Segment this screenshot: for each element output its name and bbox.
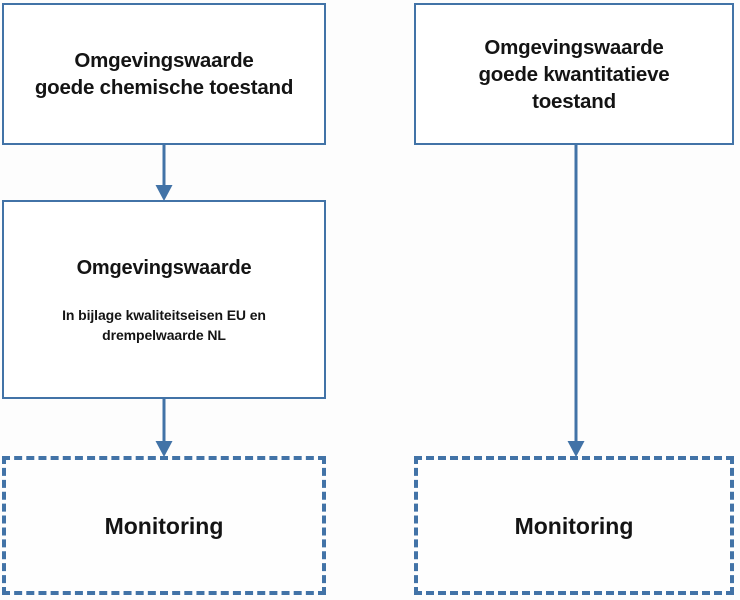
node-title: Monitoring <box>104 512 224 539</box>
node-monitoring-kwantitatief[interactable]: Monitoring <box>414 456 734 595</box>
arrow-kwantitatieve-to-monitoring <box>564 144 588 458</box>
node-omgevingswaarde[interactable]: Omgevingswaarde In bijlage kwaliteitseis… <box>2 200 326 399</box>
node-title: Omgevingswaarde goede chemische toestand <box>34 49 294 99</box>
arrow-chemische-to-omgevingswaarde <box>152 144 176 202</box>
node-title: Monitoring <box>514 512 634 539</box>
arrow-omgevingswaarde-to-monitoring <box>152 398 176 458</box>
node-subtitle: In bijlage kwaliteitseisen EU en drempel… <box>62 306 266 343</box>
node-title: Omgevingswaarde goede kwantitatieve toes… <box>478 35 670 113</box>
node-monitoring-chemisch[interactable]: Monitoring <box>2 456 326 595</box>
node-omgevingswaarde-goede-kwantitatieve-toestand[interactable]: Omgevingswaarde goede kwantitatieve toes… <box>414 3 734 145</box>
arrow-down-icon <box>155 398 173 457</box>
arrow-down-icon <box>155 144 173 201</box>
node-title: Omgevingswaarde <box>76 256 252 279</box>
arrow-down-icon <box>567 144 585 457</box>
node-omgevingswaarde-goede-chemische-toestand[interactable]: Omgevingswaarde goede chemische toestand <box>2 3 326 145</box>
